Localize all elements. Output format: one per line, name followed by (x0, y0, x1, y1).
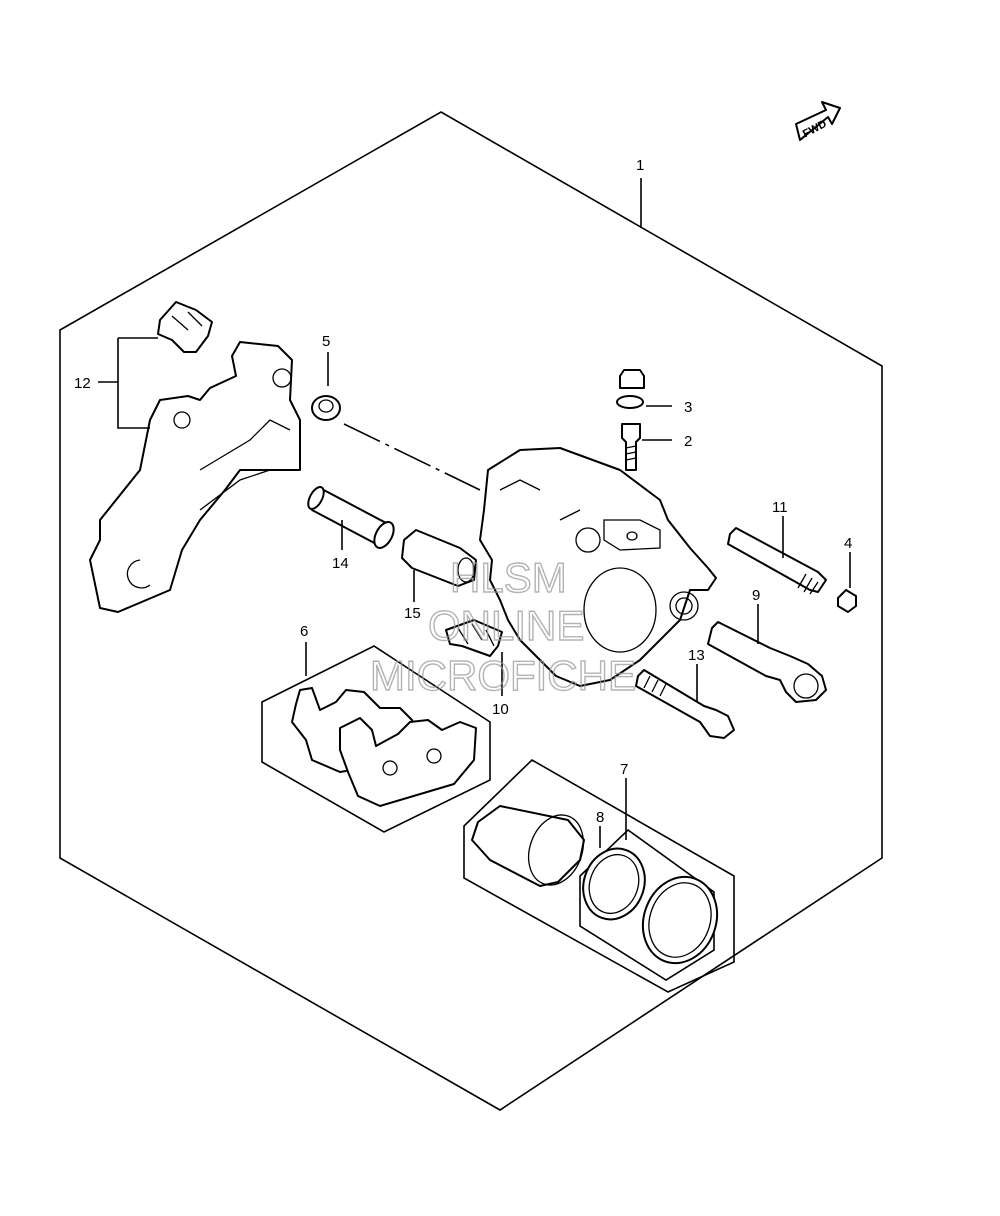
callout-13: 13 (688, 647, 705, 664)
seal-ring-part-8b (641, 875, 719, 965)
bolt-part-13 (635, 669, 735, 739)
nut-part-4 (837, 589, 857, 613)
cap-part-3 (616, 369, 645, 409)
caliper-body (479, 447, 717, 687)
bolt-part-9 (707, 621, 827, 703)
callout-1: 1 (636, 157, 644, 174)
brake-pad-part-6b (339, 717, 477, 807)
callout-12: 12 (74, 375, 91, 392)
callout-9: 9 (752, 587, 760, 604)
callout-10: 10 (492, 701, 509, 718)
callout-4: 4 (844, 535, 852, 552)
callout-8: 8 (596, 809, 604, 826)
callout-5: 5 (322, 333, 330, 350)
watermark-line3: MICROFICHE (370, 652, 636, 699)
callout-6: 6 (300, 623, 308, 640)
pad-spring-part-12 (157, 301, 213, 353)
watermark-line1: HLSM (450, 554, 567, 601)
kit-outline (59, 111, 883, 1111)
bracket-part-12 (89, 341, 301, 613)
spring-part-10 (445, 619, 503, 657)
watermark-line2: ONLINE (428, 602, 584, 649)
callout-14: 14 (332, 555, 349, 572)
seal-set-box (579, 828, 715, 981)
callout-15: 15 (404, 605, 421, 622)
sleeve-part-14 (307, 486, 395, 549)
pin-part-11 (727, 527, 827, 595)
boot-part-5 (311, 395, 341, 421)
bleeder-part-2 (621, 423, 641, 471)
boot-part-15 (401, 529, 477, 587)
fwd-arrow-icon: FWD (795, 101, 841, 141)
watermark: HLSM ONLINE MICROFICHE (369, 553, 636, 699)
callout-2: 2 (684, 433, 692, 450)
callout-11: 11 (772, 499, 788, 516)
piston-part-7 (471, 805, 585, 887)
callout-3: 3 (684, 399, 692, 416)
callout-7: 7 (620, 761, 628, 778)
piston-set-box (463, 759, 735, 993)
seal-ring-part-8a (582, 847, 646, 921)
pad-set-box (261, 645, 491, 833)
